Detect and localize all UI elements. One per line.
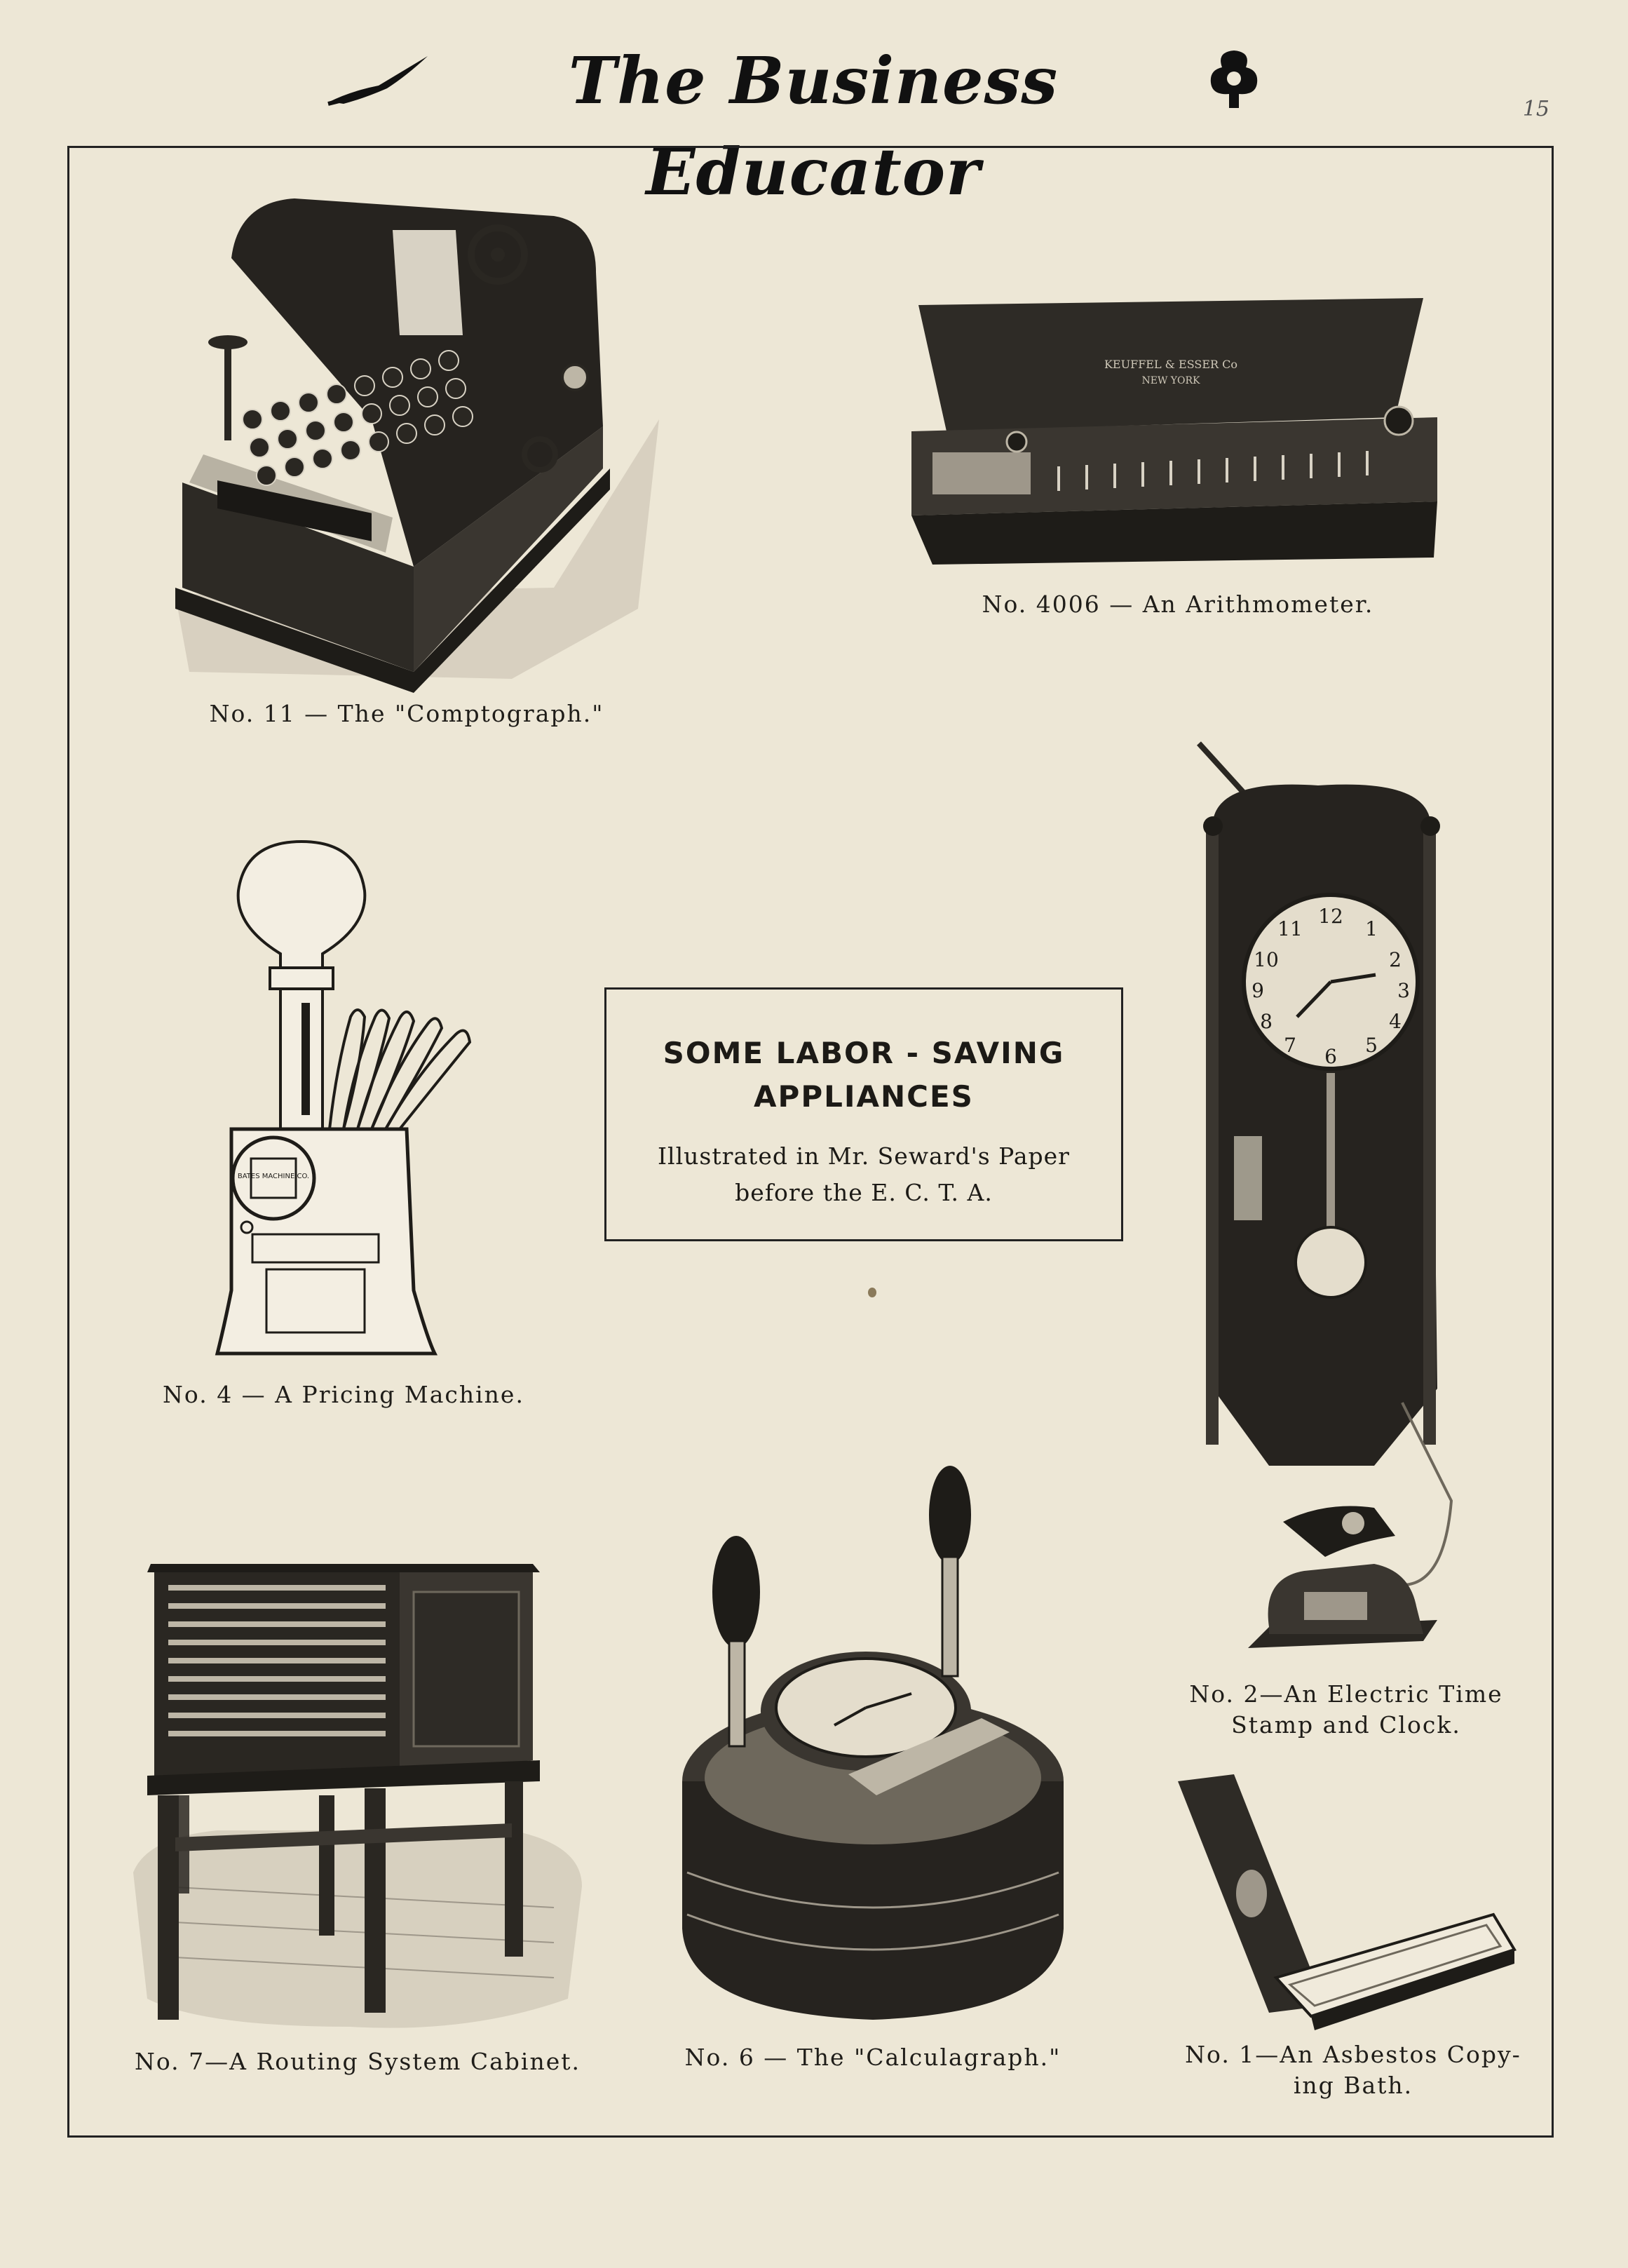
title-subtitle: Illustrated in Mr. Seward's Paper before… bbox=[606, 1138, 1121, 1211]
ornament-icon bbox=[1210, 50, 1258, 108]
pricing-machine-plate: BATES MACHINE CO. bbox=[238, 1173, 309, 1180]
svg-text:5: 5 bbox=[1365, 1034, 1378, 1057]
arithmometer-lid-label: KEUFFEL & ESSER Co bbox=[1104, 358, 1237, 371]
page-frame bbox=[67, 146, 1554, 2138]
svg-text:12: 12 bbox=[1318, 905, 1343, 928]
caption-pricing-machine: No. 4 — A Pricing Machine. bbox=[163, 1381, 524, 1408]
svg-text:1: 1 bbox=[1365, 917, 1378, 940]
arithmometer-illustration: KEUFFEL & ESSER Co NEW YORK bbox=[911, 298, 1437, 565]
caption-arithmometer: No. 4006 — An Arithmometer. bbox=[982, 590, 1374, 618]
caption-copying-bath: No. 1—An Asbestos Copy- ing Bath. bbox=[1178, 2039, 1528, 2101]
asbestos-copying-bath-illustration bbox=[1178, 1774, 1517, 2030]
caption-time-stamp: No. 2—An Electric Time Stamp and Clock. bbox=[1185, 1679, 1507, 1741]
title-heading-line1: SOME LABOR - SAVING bbox=[663, 1036, 1065, 1070]
electric-clock-illustration: 12 12 3 45 6 78 9 10 11 bbox=[1197, 741, 1453, 1586]
svg-text:8: 8 bbox=[1260, 1010, 1273, 1033]
title-heading-line2: APPLIANCES bbox=[754, 1079, 974, 1114]
ink-speck bbox=[868, 1288, 876, 1297]
title-box: SOME LABOR - SAVING APPLIANCES Illustrat… bbox=[604, 987, 1123, 1241]
caption-comptograph: No. 11 — The "Comptograph." bbox=[209, 700, 604, 727]
svg-text:6: 6 bbox=[1324, 1045, 1337, 1068]
caption-copying-bath-line1: No. 1—An Asbestos Copy- bbox=[1185, 2041, 1521, 2068]
svg-text:11: 11 bbox=[1277, 917, 1303, 940]
svg-text:4: 4 bbox=[1389, 1010, 1402, 1033]
caption-calculagraph: No. 6 — The "Calculagraph." bbox=[684, 2044, 1061, 2071]
caption-time-stamp-line2: Stamp and Clock. bbox=[1231, 1711, 1461, 1739]
arithmometer-lid-city: NEW YORK bbox=[1141, 375, 1200, 386]
svg-text:10: 10 bbox=[1254, 948, 1279, 971]
caption-copying-bath-line2: ing Bath. bbox=[1293, 2072, 1413, 2099]
caption-time-stamp-line1: No. 2—An Electric Time bbox=[1189, 1680, 1503, 1708]
svg-text:7: 7 bbox=[1284, 1034, 1296, 1057]
caption-cabinet: No. 7—A Routing System Cabinet. bbox=[134, 2048, 581, 2075]
electric-time-stamp-illustration bbox=[1248, 1506, 1437, 1648]
masthead: The Business Educator 15 bbox=[0, 35, 1628, 210]
comptograph-illustration bbox=[175, 198, 659, 693]
title-heading: SOME LABOR - SAVING APPLIANCES bbox=[606, 1032, 1121, 1119]
title-subtitle-line2: before the E. C. T. A. bbox=[735, 1179, 993, 1206]
routing-cabinet-illustration bbox=[133, 1564, 582, 2028]
svg-text:9: 9 bbox=[1251, 979, 1264, 1002]
svg-text:2: 2 bbox=[1389, 948, 1402, 971]
svg-text:3: 3 bbox=[1397, 979, 1410, 1002]
quill-pen-icon bbox=[327, 56, 428, 106]
calculagraph-illustration bbox=[682, 1466, 1064, 2020]
publication-title: The Business Educator bbox=[568, 43, 1059, 210]
pricing-machine-illustration: BATES MACHINE CO. bbox=[215, 839, 472, 1356]
title-subtitle-line1: Illustrated in Mr. Seward's Paper bbox=[658, 1142, 1070, 1170]
page-number: 15 bbox=[1522, 97, 1549, 121]
